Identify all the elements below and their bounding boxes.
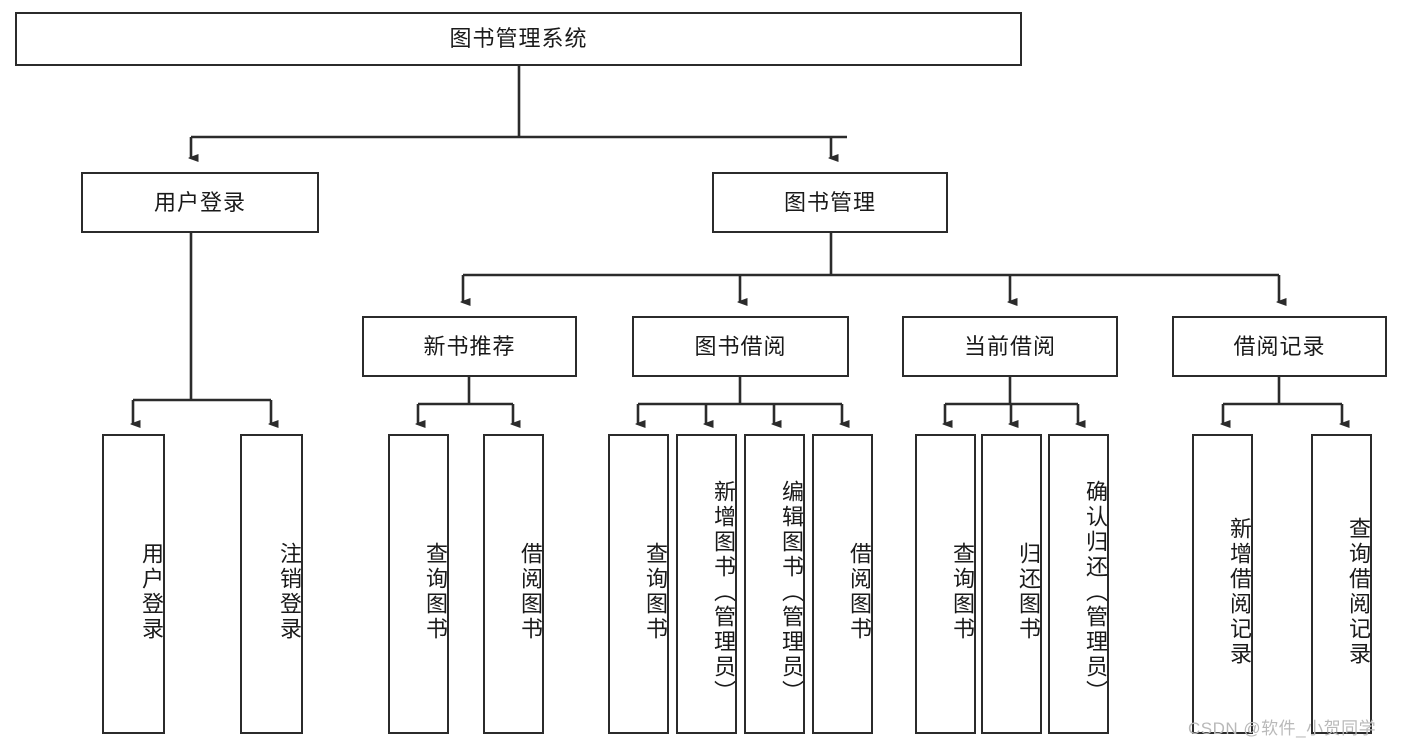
leaf-current-borrow-return-book[interactable]: 归还图书: [981, 434, 1042, 734]
leaf-new-book-query-book[interactable]: 查询图书: [388, 434, 449, 734]
node-book-borrow[interactable]: 图书借阅: [632, 316, 849, 377]
node-label: 查询图书: [950, 542, 975, 642]
leaf-borrow-record-add-record[interactable]: 新增借阅记录: [1192, 434, 1253, 734]
leaf-current-borrow-query-book[interactable]: 查询图书: [915, 434, 976, 734]
node-label: 编辑图书（管理员）: [779, 479, 804, 705]
watermark-text: CSDN @软件_小贺同学: [1188, 719, 1377, 738]
node-label: 注销登录: [277, 542, 302, 642]
node-label: 借阅图书: [847, 542, 872, 642]
node-label: 确认归还（管理员）: [1083, 479, 1108, 705]
node-label: 查询图书: [423, 542, 448, 642]
node-label: 新增借阅记录: [1227, 517, 1252, 667]
node-root-book-management-system[interactable]: 图书管理系统: [15, 12, 1022, 66]
leaf-book-borrow-add-book-admin[interactable]: 新增图书（管理员）: [676, 434, 737, 734]
node-new-book-recommend[interactable]: 新书推荐: [362, 316, 577, 377]
node-label: 图书管理系统: [449, 26, 588, 52]
leaf-current-borrow-confirm-return-admin[interactable]: 确认归还（管理员）: [1048, 434, 1109, 734]
node-book-management[interactable]: 图书管理: [712, 172, 948, 233]
leaf-borrow-record-query-record[interactable]: 查询借阅记录: [1311, 434, 1372, 734]
node-borrow-record[interactable]: 借阅记录: [1172, 316, 1387, 377]
node-label: 借阅记录: [1233, 333, 1326, 359]
leaf-book-borrow-borrow-book[interactable]: 借阅图书: [812, 434, 873, 734]
leaf-user-login-login[interactable]: 用户登录: [102, 434, 165, 734]
node-label: 查询借阅记录: [1346, 517, 1371, 667]
node-label: 查询图书: [643, 542, 668, 642]
node-label: 新增图书（管理员）: [711, 479, 736, 705]
node-label: 用户登录: [153, 189, 246, 215]
node-label: 归还图书: [1016, 542, 1041, 642]
leaf-user-login-logout[interactable]: 注销登录: [240, 434, 303, 734]
leaf-book-borrow-query-book[interactable]: 查询图书: [608, 434, 669, 734]
node-label: 图书借阅: [694, 333, 787, 359]
node-label: 当前借阅: [963, 333, 1056, 359]
leaf-book-borrow-edit-book-admin[interactable]: 编辑图书（管理员）: [744, 434, 805, 734]
node-label: 新书推荐: [423, 333, 516, 359]
leaf-new-book-borrow-book[interactable]: 借阅图书: [483, 434, 544, 734]
node-user-login[interactable]: 用户登录: [81, 172, 319, 233]
node-label: 用户登录: [139, 542, 164, 642]
node-label: 图书管理: [783, 189, 876, 215]
node-current-borrow[interactable]: 当前借阅: [902, 316, 1118, 377]
node-label: 借阅图书: [518, 542, 543, 642]
